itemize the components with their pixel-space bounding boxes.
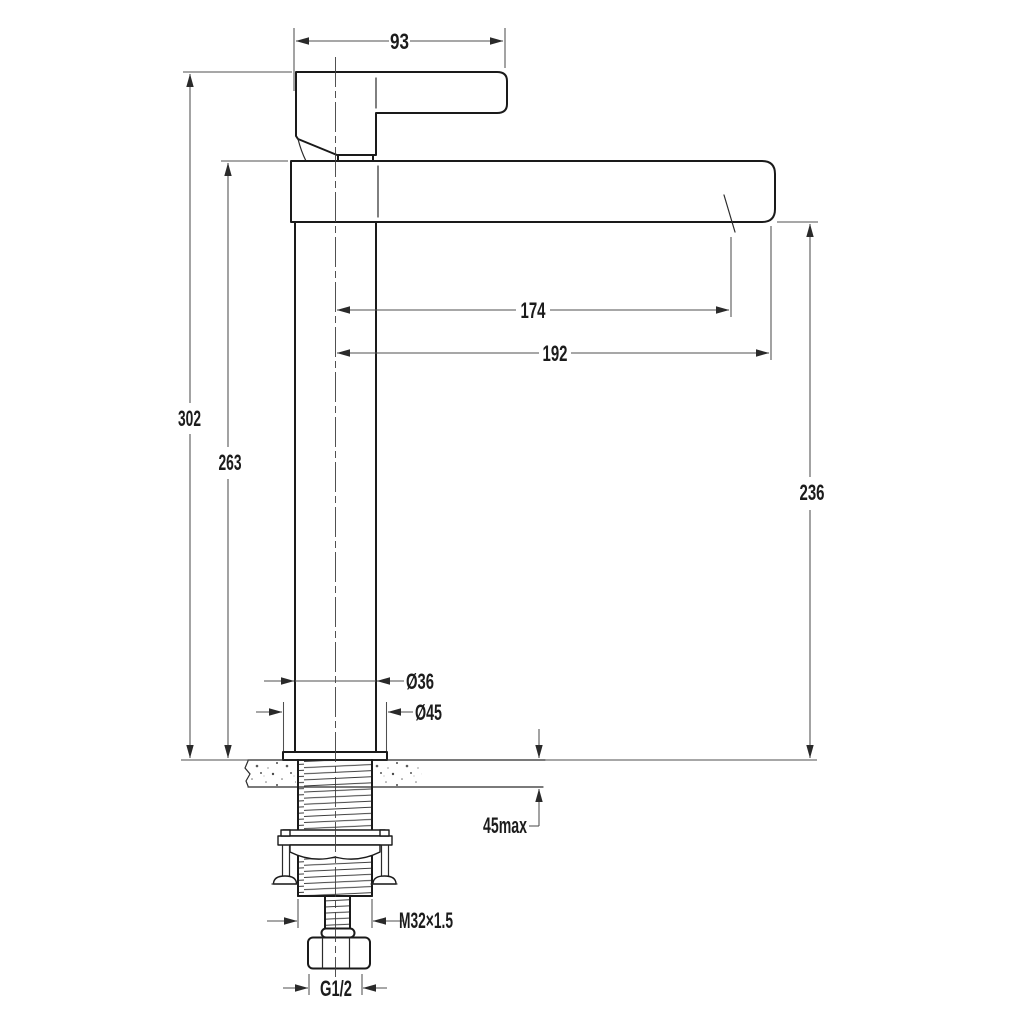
dim-outlet-reach: 174: [336, 237, 732, 323]
inlet-tube-hatch: [326, 898, 349, 927]
dim-body-diameter: Ø36: [264, 669, 434, 694]
shank-thread-hatch: [299, 761, 371, 895]
mounting-top-plate: [282, 829, 386, 837]
dim-236-label: 236: [800, 480, 825, 505]
dim-spout-clearance: 236: [777, 221, 825, 759]
dim-d36-label: Ø36: [406, 669, 434, 694]
dim-93-label: 93: [390, 29, 409, 54]
dim-mounting-thread: M32×1.5: [267, 899, 453, 933]
dim-m32-label: M32×1.5: [399, 908, 453, 933]
left-screw-head: [272, 875, 298, 885]
dim-base-diameter: Ø45: [256, 700, 442, 751]
base-flange: [282, 751, 388, 761]
dim-263-label: 263: [219, 450, 242, 475]
hex-nut-outline: [307, 936, 371, 970]
dim-max-deck-thickness: 45max: [483, 729, 543, 838]
right-screw-head: [372, 875, 397, 885]
mounting-saddle: [289, 844, 381, 860]
dim-handle-length: 93: [293, 28, 506, 91]
dimensions-group: 93 302 263 174 192: [178, 28, 825, 1001]
handle-outline: [295, 71, 508, 156]
left-screw-top-nub: [280, 829, 291, 837]
dim-overall-height: 302: [178, 71, 292, 759]
right-screw-top-nub: [379, 829, 390, 837]
mounting-washer-plate: [277, 835, 393, 846]
spout-outlet-mark: [723, 194, 736, 233]
dim-174-label: 174: [521, 298, 547, 323]
faucet-body-group: [181, 71, 817, 970]
dim-spout-top-height: 263: [219, 160, 288, 759]
countertop-stipple-right: [374, 762, 422, 786]
inlet-collar: [320, 927, 356, 939]
dim-d45-label: Ø45: [415, 700, 442, 725]
countertop-stipple-left: [249, 762, 296, 786]
dim-g12-label: G1/2: [320, 976, 352, 1001]
handle-base-arc: [297, 138, 307, 162]
dim-302-label: 302: [178, 406, 201, 431]
dim-192-label: 192: [543, 341, 568, 366]
dim-spout-reach: 192: [336, 226, 772, 366]
dim-inlet-connection: G1/2: [283, 974, 387, 1001]
spout-outline: [290, 160, 776, 223]
countertop-break-mark: [244, 760, 251, 787]
dim-45max-label: 45max: [483, 813, 527, 838]
